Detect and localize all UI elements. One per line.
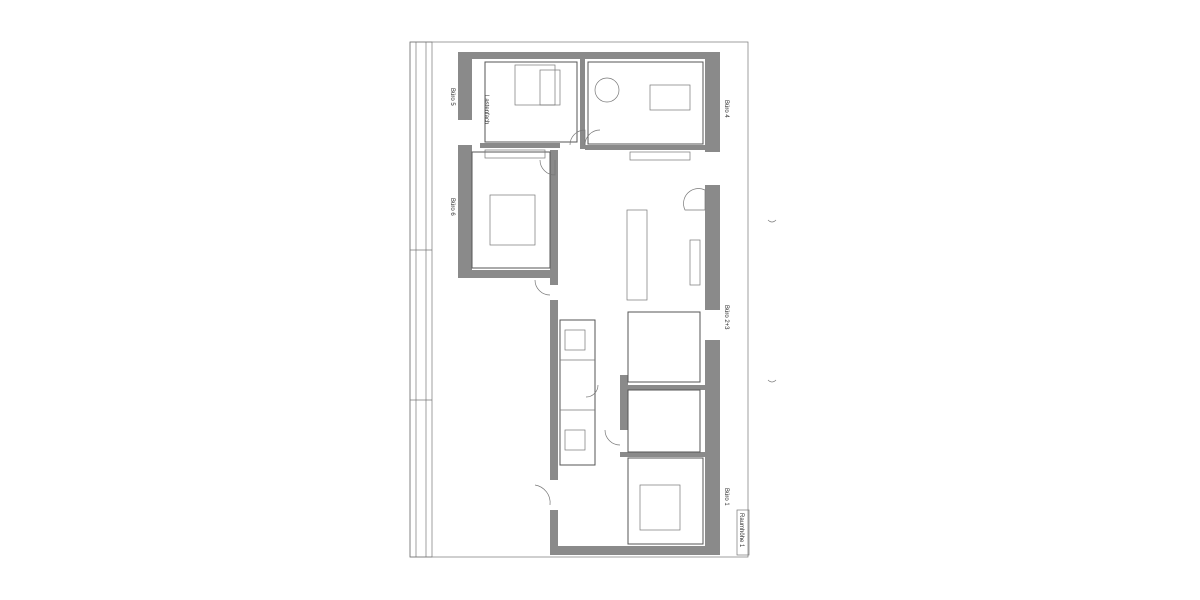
room-outlines [471,61,704,545]
punch-mark [767,219,777,223]
furniture [484,64,701,531]
title-block [409,41,433,558]
room-label-storage: Lastenfach [483,95,489,124]
room-label-buero4: Büro 4 [723,100,729,118]
room-label-buero23: Büro 2+3 [723,305,729,330]
room-label-buero6: Büro 6 [449,198,455,216]
punch-mark [767,379,777,383]
walls [458,52,720,555]
height-note: Raumhöhe 1 [738,513,744,548]
room-label-buero5: Büro 5 [449,88,455,106]
room-label-buero1: Büro 1 [723,488,729,506]
height-note-box [736,509,750,556]
doors [534,129,706,506]
